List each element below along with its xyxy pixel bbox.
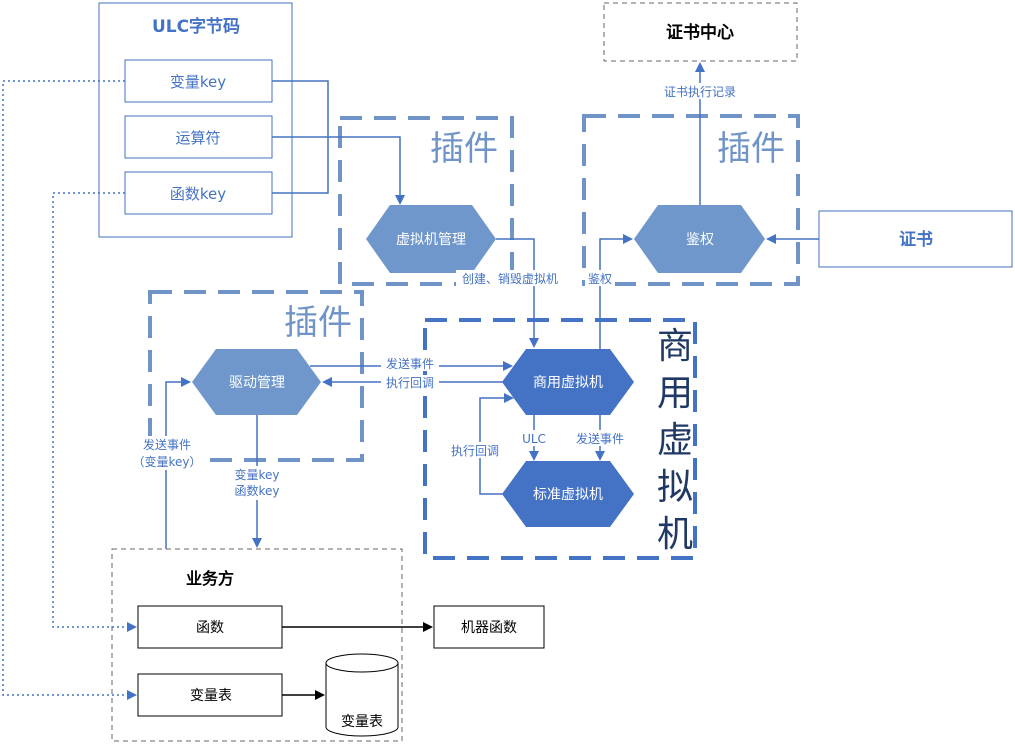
machine-function-label: 机器函数 — [461, 620, 517, 636]
machine-function-box — [433, 605, 545, 649]
region-char-3: 虚 — [657, 420, 693, 461]
edge-label-var-key: 变量key — [234, 467, 279, 482]
edge-label-send-event-2: 发送事件 — [576, 431, 624, 446]
region-char-4: 拟 — [657, 467, 693, 508]
edge-label-create-destroy: 创建、销毁虚拟机 — [462, 271, 558, 286]
var-table-label: 变量表 — [190, 688, 232, 704]
vm-manager-to-commercial-vm-arrow — [496, 238, 539, 348]
plugin-region-driver — [148, 290, 364, 462]
black-connectors — [282, 622, 433, 700]
edge-label-send-event-var-1: 发送事件 — [143, 437, 191, 452]
vm-manager-label: 虚拟机管理 — [396, 232, 466, 248]
region-char-5: 机 — [657, 514, 693, 555]
business-title: 业务方 — [186, 569, 234, 588]
function-box — [137, 605, 283, 649]
driver-manager-label: 驱动管理 — [229, 375, 285, 391]
edge-label-exec-callback-2: 执行回调 — [451, 444, 499, 458]
func-key-label: 函数key — [170, 185, 226, 203]
plugin-label-3: 插件 — [284, 303, 352, 343]
commercial-vm-region — [423, 318, 697, 560]
edge-labels: 证书执行记录 创建、销毁虚拟机 鉴权 发送事件 执行回调 ULC 发送事件 执行… — [132, 83, 742, 500]
func-key-box — [124, 171, 273, 215]
cert-center-box — [603, 2, 798, 62]
driver-manager-node — [192, 349, 321, 415]
ulc-bytecode-title: ULC字节码 — [152, 16, 240, 37]
plugin-label-1: 插件 — [430, 129, 498, 169]
commercial-vm-node — [502, 349, 634, 415]
commercial-vm-to-auth-arrow — [599, 234, 633, 349]
connectors — [2, 62, 819, 700]
cert-box — [818, 210, 1013, 268]
business-to-driver-arrow — [165, 377, 191, 549]
plugin-region-auth — [582, 114, 800, 286]
function-label: 函数 — [196, 620, 224, 636]
var-table-db-icon — [325, 653, 399, 737]
commercial-vm-region-label: 商 用 虚 拟 机 — [657, 326, 693, 555]
edge-label-send-event-var-2: （变量key） — [132, 454, 201, 469]
auth-node-label: 鉴权 — [686, 232, 714, 248]
edge-label-send-event: 发送事件 — [386, 356, 434, 371]
edge-label-ulc: ULC — [522, 432, 546, 446]
plugin-region-vm-manager — [338, 116, 514, 286]
operator-box — [124, 115, 273, 159]
var-table-box — [137, 673, 283, 717]
var-key-label: 变量key — [170, 73, 226, 91]
operator-to-vm-manager-arrow — [272, 136, 405, 205]
region-char-2: 用 — [657, 373, 693, 414]
region-char-1: 商 — [657, 326, 693, 367]
var-key-to-var-table-dotted-arrow — [2, 80, 137, 700]
standard-vm-label: 标准虚拟机 — [533, 487, 603, 503]
edge-label-func-key: 函数key — [234, 483, 279, 498]
var-key-box — [124, 59, 273, 103]
commercial-vm-label: 商用虚拟机 — [533, 375, 603, 391]
var-table-db-label: 变量表 — [341, 714, 383, 730]
func-key-to-function-dotted-arrow — [52, 192, 137, 632]
edge-label-exec-callback: 执行回调 — [386, 376, 434, 390]
ulc-bytecode-panel: ULC字节码 变量key 运算符 函数key — [98, 2, 293, 238]
plugin-label-2: 插件 — [717, 129, 785, 169]
cert-label: 证书 — [899, 230, 933, 250]
standard-vm-node — [502, 461, 634, 527]
auth-node — [634, 205, 765, 273]
vm-manager-node — [366, 205, 496, 273]
cert-center-label: 证书中心 — [666, 22, 734, 43]
edge-label-auth: 鉴权 — [588, 272, 612, 286]
operator-label: 运算符 — [175, 129, 220, 147]
edge-label-cert-record: 证书执行记录 — [664, 85, 736, 99]
